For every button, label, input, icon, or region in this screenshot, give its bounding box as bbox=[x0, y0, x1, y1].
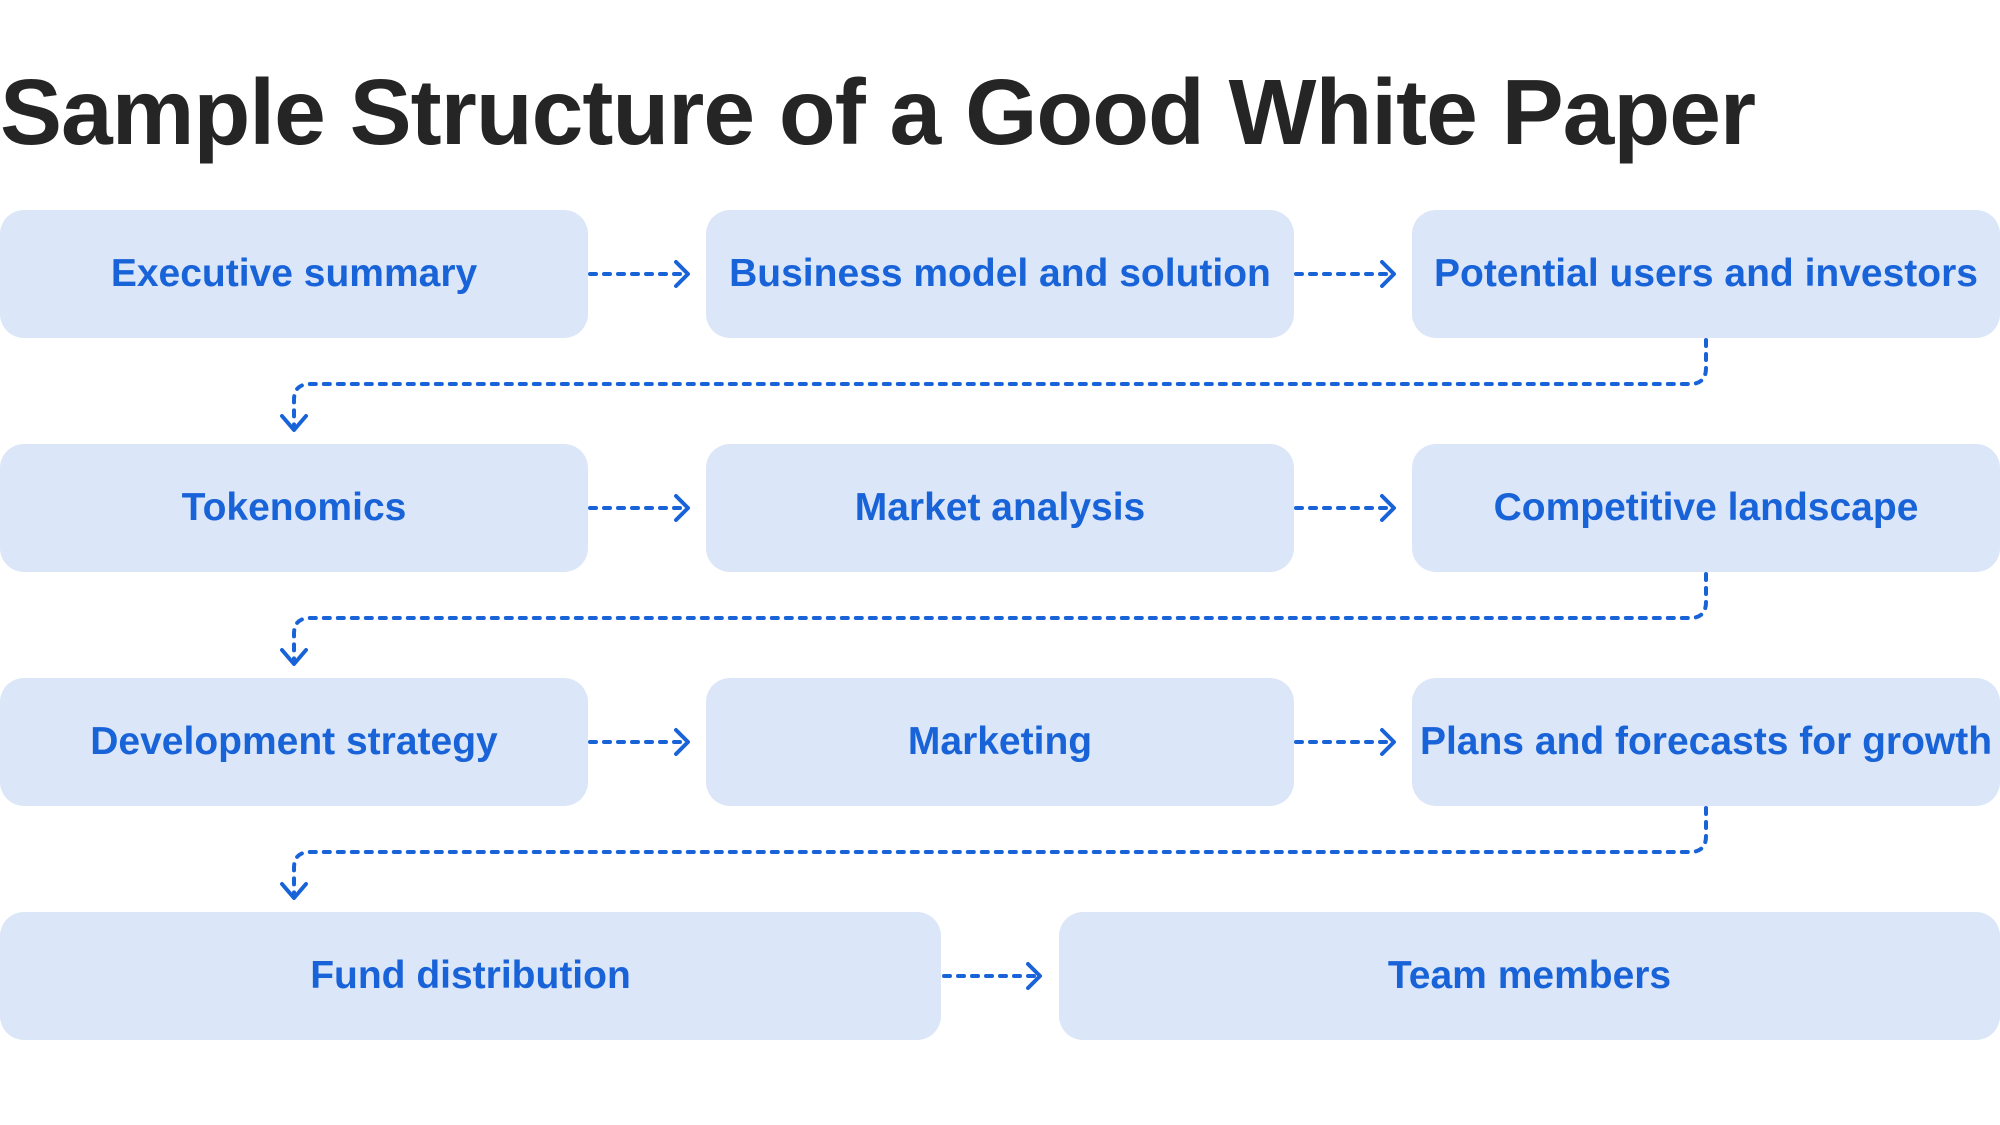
arrow-right-icon bbox=[1294, 494, 1396, 522]
step-box-potential-users: Potential users and investors bbox=[1412, 210, 2000, 338]
return-connector bbox=[280, 338, 1708, 432]
arrow-right-icon bbox=[942, 962, 1042, 990]
step-label: Potential users and investors bbox=[1433, 252, 1978, 295]
return-connector bbox=[280, 806, 1708, 900]
step-label: Plans and forecasts for growth bbox=[1419, 720, 1993, 763]
step-label: Marketing bbox=[907, 720, 1093, 763]
step-label: Competitive landscape bbox=[1493, 486, 1919, 529]
step-label: Market analysis bbox=[854, 486, 1146, 529]
arrow-right-icon bbox=[588, 728, 690, 756]
arrow-right-icon bbox=[1294, 260, 1396, 288]
step-box-fund-distribution: Fund distribution bbox=[0, 912, 941, 1040]
step-box-business-model: Business model and solution bbox=[706, 210, 1294, 338]
step-label: Fund distribution bbox=[310, 954, 631, 997]
step-label: Development strategy bbox=[90, 720, 498, 763]
diagram-title: Sample Structure of a Good White Paper bbox=[0, 60, 1756, 164]
step-label: Executive summary bbox=[110, 252, 478, 295]
arrow-right-icon bbox=[588, 260, 690, 288]
arrow-right-icon bbox=[588, 494, 690, 522]
step-label: Business model and solution bbox=[729, 252, 1271, 295]
step-box-marketing: Marketing bbox=[706, 678, 1294, 806]
step-label: Tokenomics bbox=[181, 486, 407, 529]
step-box-competitive-landscape: Competitive landscape bbox=[1412, 444, 2000, 572]
arrow-right-icon bbox=[1294, 728, 1396, 756]
step-box-executive-summary: Executive summary bbox=[0, 210, 588, 338]
step-box-market-analysis: Market analysis bbox=[706, 444, 1294, 572]
step-box-team-members: Team members bbox=[1059, 912, 2000, 1040]
return-connector bbox=[280, 572, 1708, 666]
step-box-plans-forecasts: Plans and forecasts for growth bbox=[1412, 678, 2000, 806]
step-box-development-strategy: Development strategy bbox=[0, 678, 588, 806]
step-box-tokenomics: Tokenomics bbox=[0, 444, 588, 572]
step-label: Team members bbox=[1387, 954, 1672, 997]
